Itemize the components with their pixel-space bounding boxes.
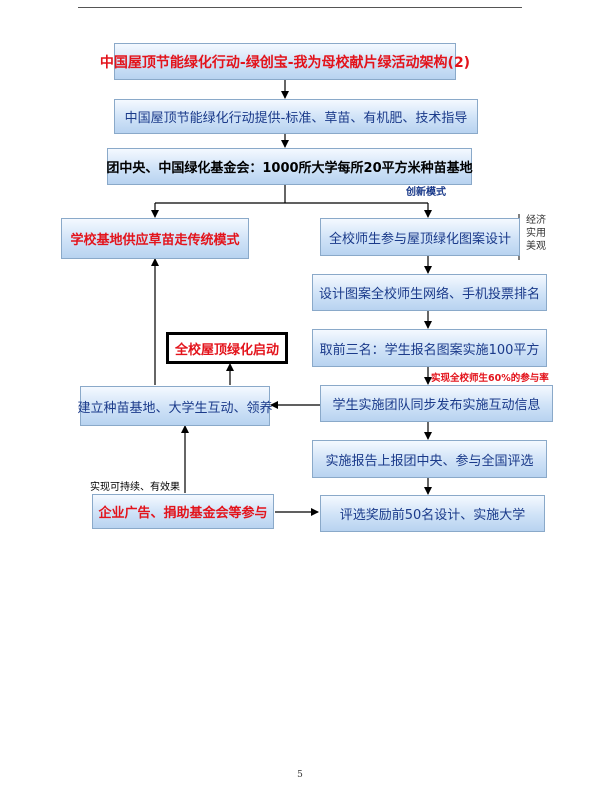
side-note-line-3: 美观: [526, 241, 546, 252]
sustainable-note: 实现可持续、有效果: [90, 482, 180, 493]
design-label: 全校师生参与屋顶绿化图案设计: [328, 231, 511, 247]
participation-note: 实现全校师生60%的参与率: [431, 373, 549, 384]
provider-label: 中国屋顶节能绿化行动提供-标准、草苗、有机肥、技术指导: [124, 111, 468, 126]
base-label: 建立种苗基地、大学生互动、领养: [77, 400, 273, 416]
award-box: 评选奖励前50名设计、实施大学: [320, 495, 545, 532]
traditional-box: 学校基地供应草苗走传统模式: [61, 218, 249, 259]
league-box: 团中央、中国绿化基金会：1000所大学每所20平方米种苗基地: [106, 148, 473, 185]
vote-box: 设计图案全校师生网络、手机投票排名: [312, 274, 547, 311]
report-box: 实施报告上报团中央、参与全国评选: [312, 440, 547, 478]
innovation-note: 创新模式: [406, 187, 446, 198]
header-rule: [78, 7, 522, 8]
enterprise-box: 企业广告、捐助基金会等参与: [92, 494, 274, 529]
enterprise-label: 企业广告、捐助基金会等参与: [98, 506, 268, 521]
team-box: 学生实施团队同步发布实施互动信息: [320, 385, 553, 422]
side-note-line-2: 实用: [526, 228, 546, 239]
report-label: 实施报告上报团中央、参与全国评选: [325, 453, 534, 469]
page-number: 5: [297, 770, 303, 780]
team-label: 学生实施团队同步发布实施互动信息: [332, 398, 541, 413]
start-box: 全校屋顶绿化启动: [166, 332, 288, 364]
design-box: 全校师生参与屋顶绿化图案设计: [320, 218, 520, 256]
chart-title-box: 中国屋顶节能绿化行动-绿创宝-我为母校献片绿活动架构(2): [100, 43, 470, 80]
vote-label: 设计图案全校师生网络、手机投票排名: [318, 287, 540, 302]
side-note: 经济 实用 美观: [524, 214, 548, 253]
league-label: 团中央、中国绿化基金会：1000所大学每所20平方米种苗基地: [106, 161, 473, 176]
top3-box: 取前三名：学生报名图案实施100平方: [312, 329, 547, 367]
award-label: 评选奖励前50名设计、实施大学: [339, 508, 526, 523]
traditional-label: 学校基地供应草苗走传统模式: [70, 233, 240, 248]
start-label: 全校屋顶绿化启动: [174, 342, 279, 358]
top3-label: 取前三名：学生报名图案实施100平方: [319, 342, 540, 358]
base-box: 建立种苗基地、大学生互动、领养: [77, 386, 273, 426]
chart-title: 中国屋顶节能绿化行动-绿创宝-我为母校献片绿活动架构(2): [99, 54, 471, 71]
side-note-line-1: 经济: [526, 215, 546, 226]
provider-box: 中国屋顶节能绿化行动提供-标准、草苗、有机肥、技术指导: [114, 99, 478, 134]
